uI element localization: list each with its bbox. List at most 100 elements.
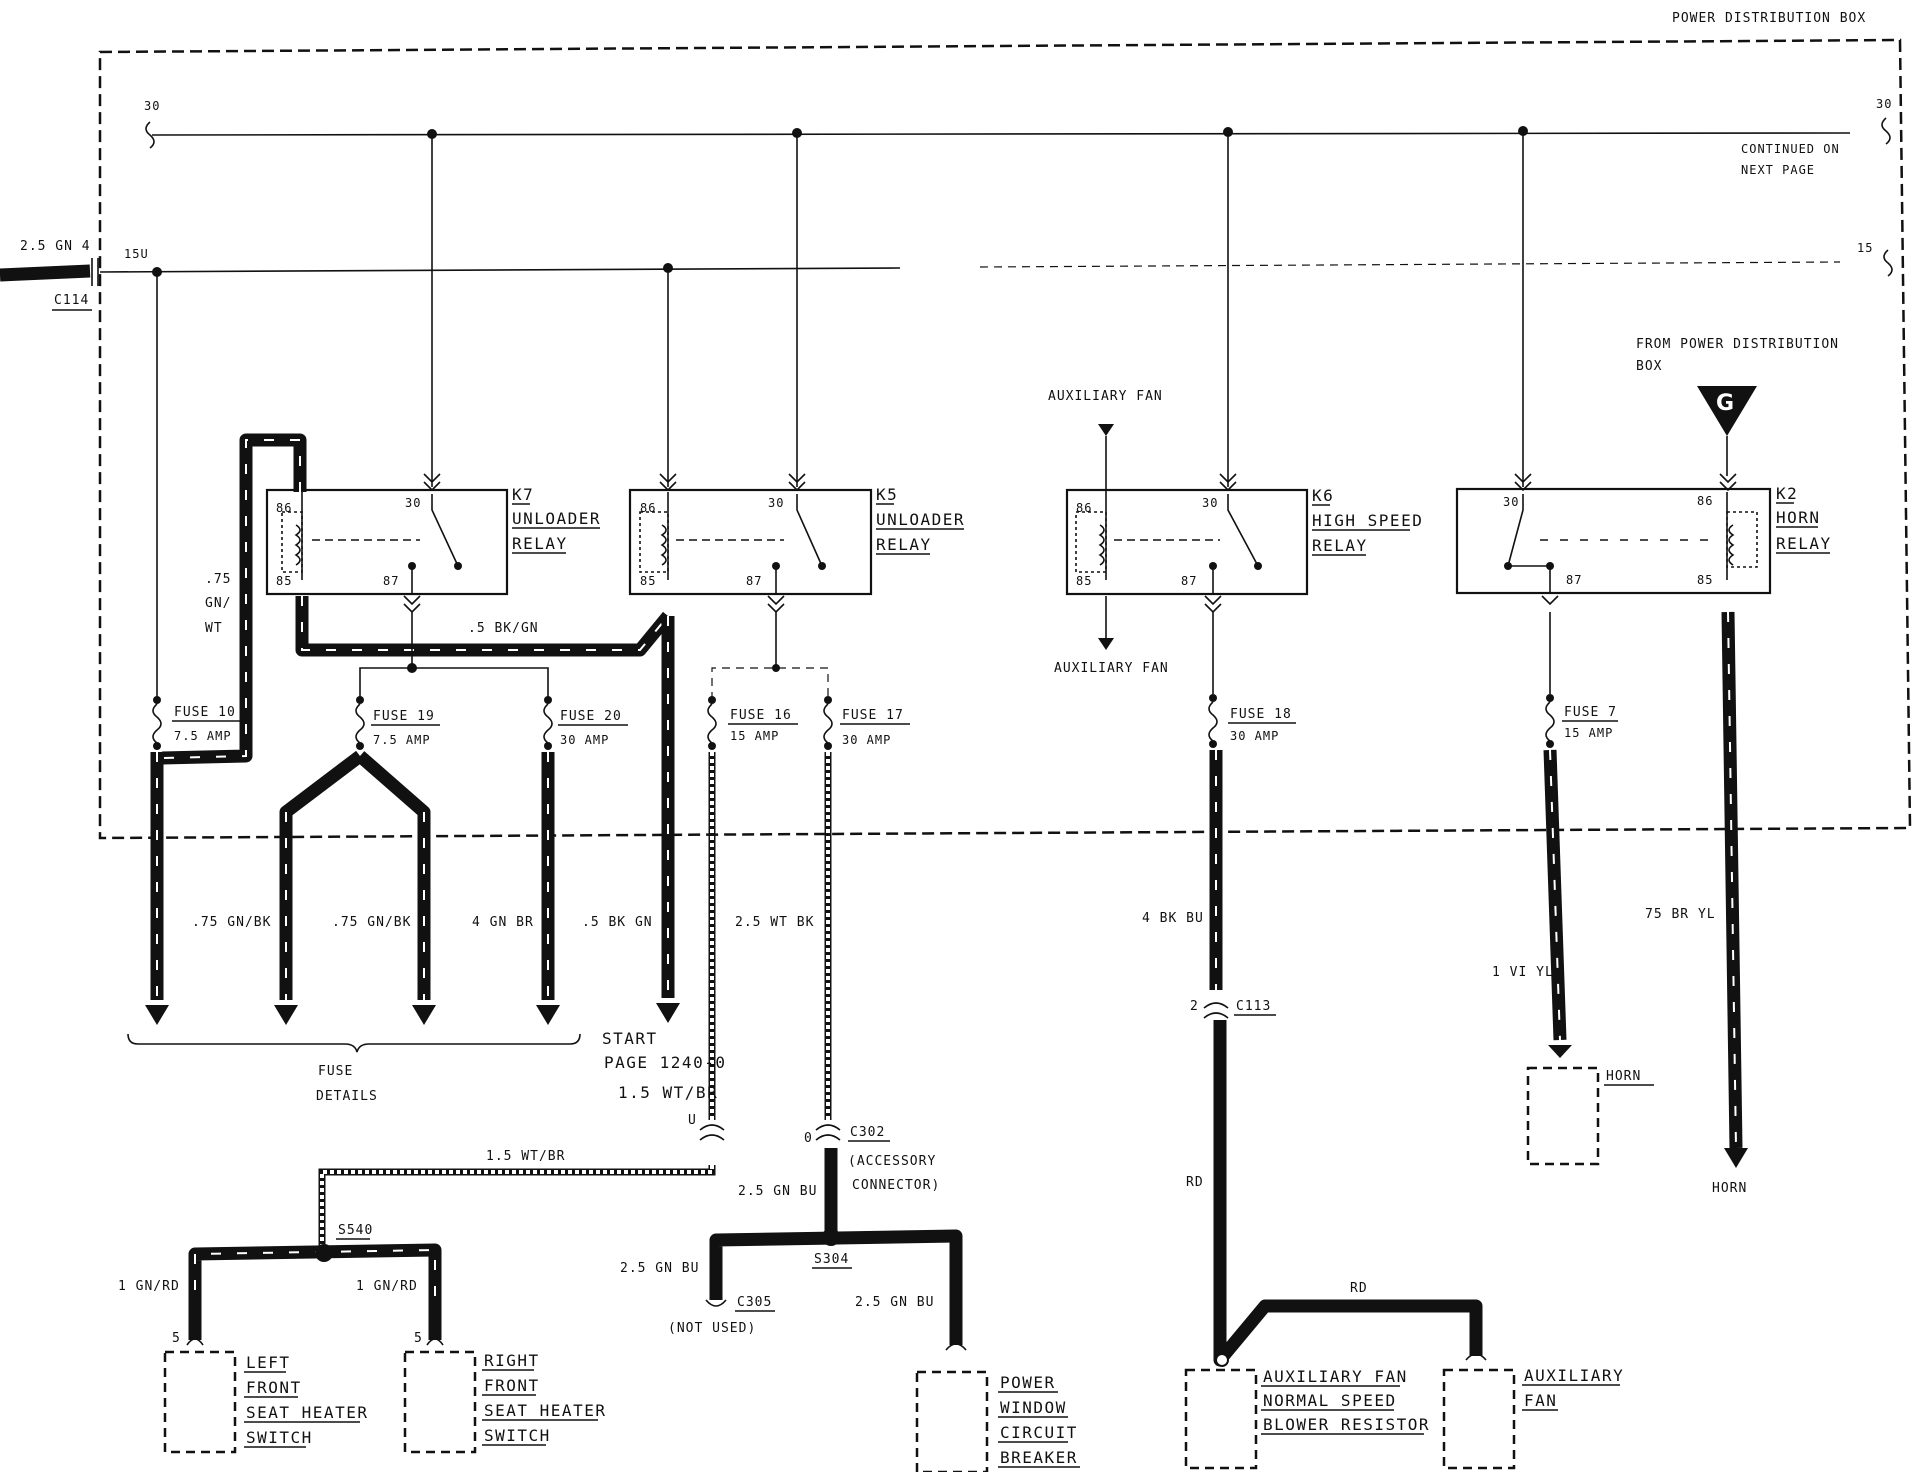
bus-15-right-break bbox=[1883, 249, 1893, 277]
relay-id: K5 bbox=[876, 485, 898, 504]
c113-connector bbox=[1203, 1002, 1229, 1019]
fuse-name: FUSE 7 bbox=[1564, 705, 1617, 720]
wire-label: 1 GN/RD bbox=[356, 1279, 418, 1294]
fuse-rating: 15 AMP bbox=[1564, 726, 1613, 740]
connector-u bbox=[699, 1124, 725, 1141]
wire-label: .75 bbox=[205, 572, 231, 587]
pin-label: 86 bbox=[640, 501, 656, 515]
bus-30-left-label: 30 bbox=[144, 99, 160, 113]
pin-label: U bbox=[688, 1113, 697, 1128]
c302-connector bbox=[815, 1124, 841, 1141]
wire-label: 1.5 WT/BR bbox=[618, 1083, 718, 1102]
wire-label: 4 BK BU bbox=[1142, 911, 1204, 926]
wire-label: GN/ bbox=[205, 596, 231, 611]
blower-resistor-terminal bbox=[1215, 1353, 1229, 1367]
relay-k5: 86 85 30 87 K5 UNLOADER RELAY bbox=[628, 485, 965, 596]
relay-switch-icon bbox=[431, 494, 459, 567]
wire-label: 1.5 WT/BR bbox=[486, 1149, 565, 1164]
component-label: BLOWER RESISTOR bbox=[1263, 1415, 1430, 1434]
component-label: FRONT bbox=[246, 1378, 302, 1397]
bus-15-right-label: 15 bbox=[1857, 241, 1873, 255]
component-label: LEFT bbox=[246, 1353, 291, 1372]
power-distribution-box-title: POWER DISTRIBUTION BOX bbox=[1672, 11, 1866, 26]
fuse-name: FUSE 16 bbox=[730, 708, 792, 723]
component-label: SWITCH bbox=[246, 1428, 313, 1447]
start-label: PAGE 1240-0 bbox=[604, 1053, 726, 1072]
rd-wire bbox=[1213, 1020, 1483, 1367]
component-label: SWITCH bbox=[484, 1426, 551, 1445]
relay-coil-icon bbox=[660, 492, 669, 580]
pin-label: 86 bbox=[1697, 494, 1713, 508]
relay-switch-icon bbox=[1507, 494, 1524, 567]
pin-label: 87 bbox=[1566, 573, 1582, 587]
pin-label: 86 bbox=[276, 501, 292, 515]
component-label: POWER bbox=[1000, 1373, 1056, 1392]
relay-name: RELAY bbox=[1776, 534, 1832, 553]
bus-30-line bbox=[151, 132, 1851, 136]
relay-name: UNLOADER bbox=[876, 510, 965, 529]
fuse-output-wires bbox=[145, 611, 1748, 1168]
component-label: HORN bbox=[1606, 1069, 1641, 1084]
aux-fan-bottom-arrow bbox=[1098, 638, 1114, 650]
pin-label: 0 bbox=[804, 1131, 813, 1146]
fuse-name: FUSE 19 bbox=[373, 709, 435, 724]
hatched-wires bbox=[318, 752, 832, 1250]
aux-fan-top-arrow bbox=[1098, 424, 1114, 436]
component-label: RIGHT bbox=[484, 1351, 540, 1370]
relay-name: UNLOADER bbox=[512, 509, 601, 528]
pin-label: 2 bbox=[1190, 999, 1199, 1014]
power-distribution-box-outline bbox=[98, 38, 1912, 840]
g-marker-label: G bbox=[1716, 391, 1734, 416]
bus-30-right-label: 30 bbox=[1876, 97, 1892, 111]
from-pdb-label: FROM POWER DISTRIBUTION bbox=[1636, 337, 1839, 352]
c302-desc: (ACCESSORY bbox=[848, 1154, 936, 1169]
relay-name: HORN bbox=[1776, 508, 1821, 527]
s540-drops bbox=[188, 1290, 442, 1340]
component-label: AUXILIARY bbox=[1524, 1366, 1624, 1385]
horn-label: HORN bbox=[1712, 1181, 1747, 1196]
component-label: SEAT HEATER bbox=[484, 1401, 606, 1420]
relay-switch-icon bbox=[796, 494, 823, 567]
wire-label: 2.5 GN BU bbox=[738, 1184, 817, 1199]
wire-label: 2.5 GN BU bbox=[620, 1261, 699, 1276]
fuse-name: FUSE 17 bbox=[842, 708, 904, 723]
pin-label: 85 bbox=[1697, 573, 1713, 587]
auxiliary-fan: AUXILIARY FAN bbox=[1442, 1353, 1624, 1470]
wire-label: 1 VI YL bbox=[1492, 965, 1554, 980]
pin-label: 5 bbox=[172, 1331, 181, 1346]
wire-label: RD bbox=[1186, 1175, 1204, 1190]
fuse-name: FUSE 20 bbox=[560, 709, 622, 724]
relay-name: RELAY bbox=[1312, 536, 1368, 555]
aux-fan-blower-resistor: AUXILIARY FAN NORMAL SPEED BLOWER RESIST… bbox=[1184, 1367, 1430, 1470]
fuse-20: FUSE 20 30 AMP bbox=[543, 696, 628, 750]
aux-fan-bottom-label: AUXILIARY FAN bbox=[1054, 661, 1169, 676]
component-label: WINDOW bbox=[1000, 1398, 1067, 1417]
fuse-rating: 30 AMP bbox=[1230, 729, 1279, 743]
wire-label: 4 GN BR bbox=[472, 915, 534, 930]
from-pdb-label: BOX bbox=[1636, 359, 1662, 374]
fuse-name: FUSE 10 bbox=[174, 705, 236, 720]
bus-15-line-dashed bbox=[979, 261, 1841, 268]
g-marker-icon bbox=[1697, 386, 1757, 436]
continued-label-2: NEXT PAGE bbox=[1741, 163, 1815, 177]
s540-splice bbox=[315, 1244, 333, 1262]
pin-label: 30 bbox=[405, 496, 421, 510]
c305-connector bbox=[705, 1299, 727, 1307]
relay-name: RELAY bbox=[876, 535, 932, 554]
c113-label: C113 bbox=[1236, 999, 1271, 1014]
relay-name: HIGH SPEED bbox=[1312, 511, 1423, 530]
c305-desc: (NOT USED) bbox=[668, 1321, 756, 1336]
relay-k7: 86 85 30 87 K7 UNLOADER RELAY bbox=[265, 485, 601, 596]
pin-label: 85 bbox=[276, 574, 292, 588]
right-seat-heater-switch: RIGHT FRONT SEAT HEATER SWITCH bbox=[403, 1338, 606, 1454]
fuse-7: FUSE 7 15 AMP bbox=[1545, 612, 1618, 748]
relay-name: RELAY bbox=[512, 534, 568, 553]
wire-label: 75 BR YL bbox=[1645, 907, 1716, 922]
component-label: FRONT bbox=[484, 1376, 540, 1395]
relay-id: K6 bbox=[1312, 486, 1334, 505]
left-seat-heater-switch: LEFT FRONT SEAT HEATER SWITCH bbox=[163, 1338, 367, 1454]
k7-87-branch bbox=[359, 667, 549, 700]
fuse-rating: 15 AMP bbox=[730, 729, 779, 743]
pin-label: 85 bbox=[1076, 574, 1092, 588]
fuse-rating: 30 AMP bbox=[560, 733, 609, 747]
